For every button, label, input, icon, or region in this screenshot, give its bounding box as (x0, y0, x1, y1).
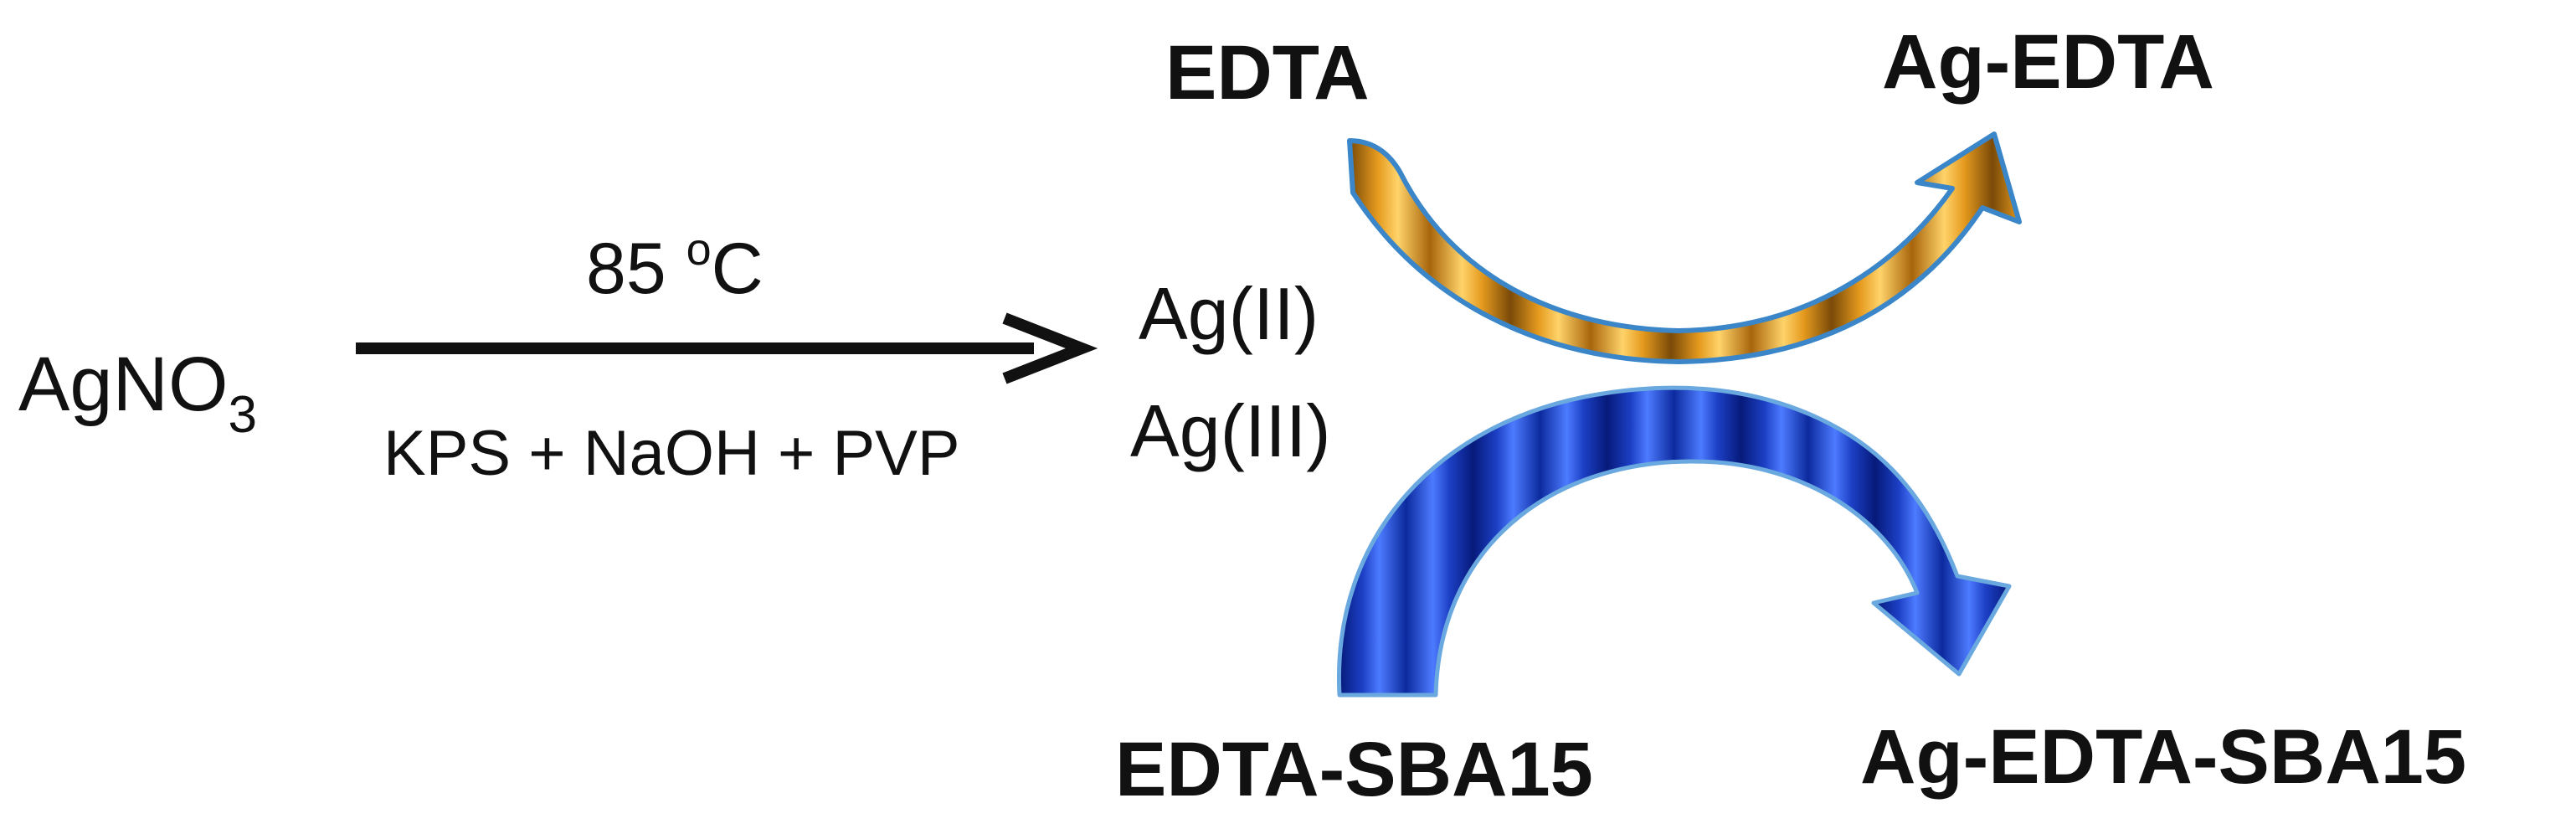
reagents-condition: KPS + NaOH + PVP (383, 418, 960, 489)
intermediate-ag-iii: Ag(III) (1130, 389, 1331, 472)
bottom-product-label: Ag-EDTA-SBA15 (1860, 714, 2466, 800)
blue-arrow-shape (1336, 385, 2012, 698)
temperature-condition: 85 oC (586, 224, 764, 309)
bottom-reactant-label: EDTA-SBA15 (1115, 727, 1593, 812)
orange-arrow-shape (1347, 131, 2022, 364)
reactant-formula: AgNO3 (18, 342, 257, 444)
intermediate-ag-ii: Ag(II) (1139, 272, 1319, 355)
main-reaction-arrow (356, 312, 1098, 384)
bottom-curved-arrow (1336, 385, 2012, 698)
top-curved-arrow (1347, 131, 2022, 364)
arrow-head (1002, 312, 1098, 384)
top-reactant-label: EDTA (1165, 30, 1370, 116)
top-product-label: Ag-EDTA (1882, 19, 2214, 105)
